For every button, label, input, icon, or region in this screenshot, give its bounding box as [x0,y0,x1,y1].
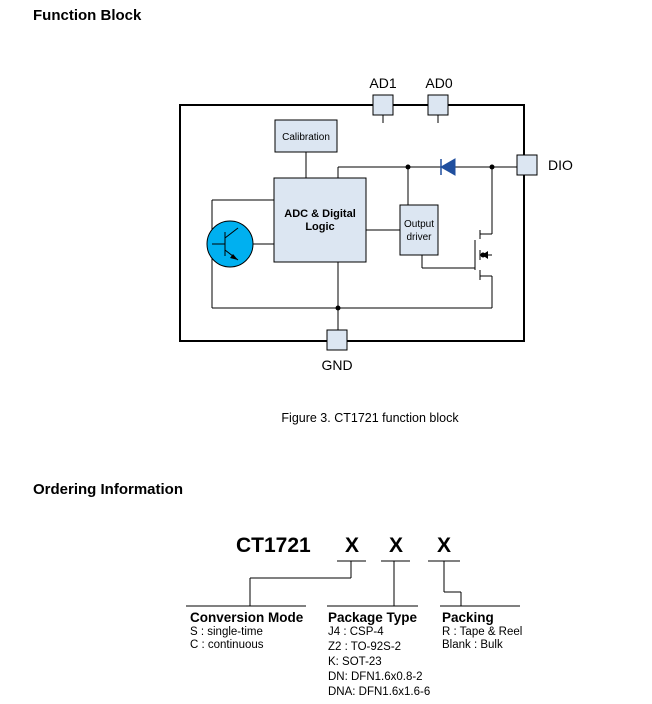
ad1-label: AD1 [369,75,396,91]
conversion-mode-option: C : continuous [190,639,264,651]
ordering-information-heading: Ordering Information [33,481,183,498]
chip-outline [179,104,525,342]
packing-option: Blank : Bulk [442,639,503,651]
function-block-heading: Function Block [33,7,142,24]
package-type-option: DNA: DFN1.6x1.6-6 [328,686,431,698]
dio-pin [516,154,538,176]
junction-dot [405,164,411,170]
output-driver-label-line1: Output [404,219,434,230]
diode-icon [439,158,456,176]
mosfet-arrow-icon [482,251,488,259]
figure-caption: Figure 3. CT1721 function block [281,411,459,425]
temperature-sensor-transistor-icon [206,220,254,268]
adc-logic-block [273,177,367,263]
part-number: CT1721 [236,534,311,557]
conversion-mode-title: Conversion Mode [190,610,304,625]
junction-dot [335,305,341,311]
packing-option: R : Tape & Reel [442,626,523,638]
adc-logic-label-line2: Logic [305,221,334,233]
junction-dot [489,164,495,170]
package-type-option: K: SOT-23 [328,656,382,668]
calibration-label: Calibration [282,132,330,143]
package-type-placeholder: X [389,534,404,557]
adc-logic-label-line1: ADC & Digital [284,208,356,220]
package-type-title: Package Type [328,610,418,625]
bjt-arrow-icon [230,254,238,260]
packing-title: Packing [442,610,494,625]
ad1-pin [372,94,394,116]
packing-placeholder: X [437,534,452,557]
ad0-pin [427,94,449,116]
output-driver-block [399,204,439,256]
ad0-label: AD0 [425,75,452,91]
calibration-block [274,119,338,153]
package-type-option: J4 : CSP-4 [328,626,384,638]
package-type-option: DN: DFN1.6x0.8-2 [328,671,423,683]
circuit-wiring [211,115,517,330]
gnd-pin [326,329,348,351]
gnd-label: GND [321,357,352,373]
dio-label: DIO [548,157,573,173]
conversion-mode-option: S : single-time [190,626,263,638]
package-type-option: Z2 : TO-92S-2 [328,641,402,653]
output-driver-label-line2: driver [406,232,432,243]
conversion-mode-placeholder: X [345,534,360,557]
ordering-connector-lines [186,560,520,607]
